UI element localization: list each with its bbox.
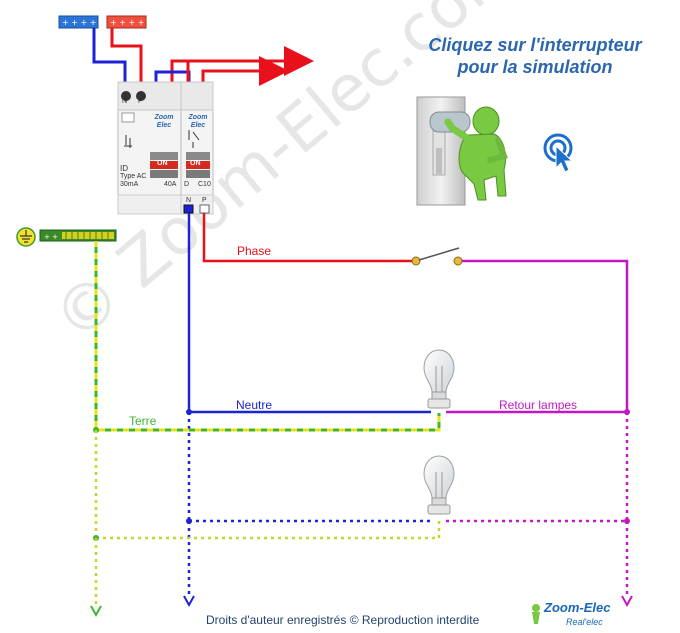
outgoing-phase-wire-2: [201, 56, 289, 86]
id-type: Type AC: [120, 173, 147, 180]
logo-subtext: Real'elec: [566, 617, 603, 627]
id-rating: 40A: [164, 181, 177, 188]
return-wire-dotted: [446, 412, 629, 523]
c10-term-n: N: [186, 197, 192, 204]
return-wire: [446, 259, 629, 414]
differential-breaker[interactable]: [117, 81, 182, 215]
wall-switch-figure[interactable]: [416, 96, 508, 206]
id-label: ID: [120, 164, 128, 173]
c10-on-label: ON: [190, 160, 201, 167]
id-term-p: P: [138, 98, 143, 105]
earth-symbol-icon: [16, 227, 36, 247]
page-title: Cliquez sur l'interrupteur pour la simul…: [410, 34, 660, 78]
c10-rating: C10: [198, 181, 211, 188]
click-hand-icon[interactable]: [543, 133, 574, 173]
id-on-label: ON: [157, 160, 168, 167]
retour-label: Retour lampes: [499, 398, 578, 412]
circuit-switch[interactable]: [411, 247, 463, 266]
svg-text:+ + + +: + + + +: [62, 18, 96, 27]
lamp-2: [423, 455, 455, 515]
phase-label: Phase: [237, 244, 272, 258]
copyright-footer: Droits d'auteur enregistrés © Reproducti…: [206, 613, 480, 627]
c10-breaker[interactable]: [180, 81, 214, 215]
neutre-label: Neutre: [236, 398, 273, 412]
svg-text:+ + + +: + + + +: [110, 18, 144, 27]
logo-figure-icon: [532, 604, 540, 624]
id-brand: Zoom Elec: [154, 114, 174, 129]
lamp-1: [423, 349, 455, 409]
id-sensitivity: 30mA: [120, 181, 139, 188]
id-term-n: N: [122, 98, 128, 105]
c10-brand: Zoom Elec: [188, 114, 208, 129]
svg-text:+ +: + +: [44, 233, 58, 241]
c10-term-p: P: [202, 197, 207, 204]
terre-label: Terre: [129, 414, 157, 428]
earth-bar: + +: [39, 229, 117, 242]
phase-supply-bar: + + + +: [106, 15, 147, 29]
logo-text: Zoom-Elec: [544, 600, 611, 615]
supply-neutral-wire: [92, 28, 127, 88]
neutral-wire: [187, 213, 431, 414]
supply-phase-wire: [110, 28, 143, 88]
neutral-supply-bar: + + + +: [58, 15, 99, 29]
c10-d-label: D: [184, 181, 190, 188]
phase-wire: [202, 213, 416, 263]
title-line-1: Cliquez sur l'interrupteur: [428, 35, 642, 55]
title-line-2: pour la simulation: [457, 57, 613, 77]
